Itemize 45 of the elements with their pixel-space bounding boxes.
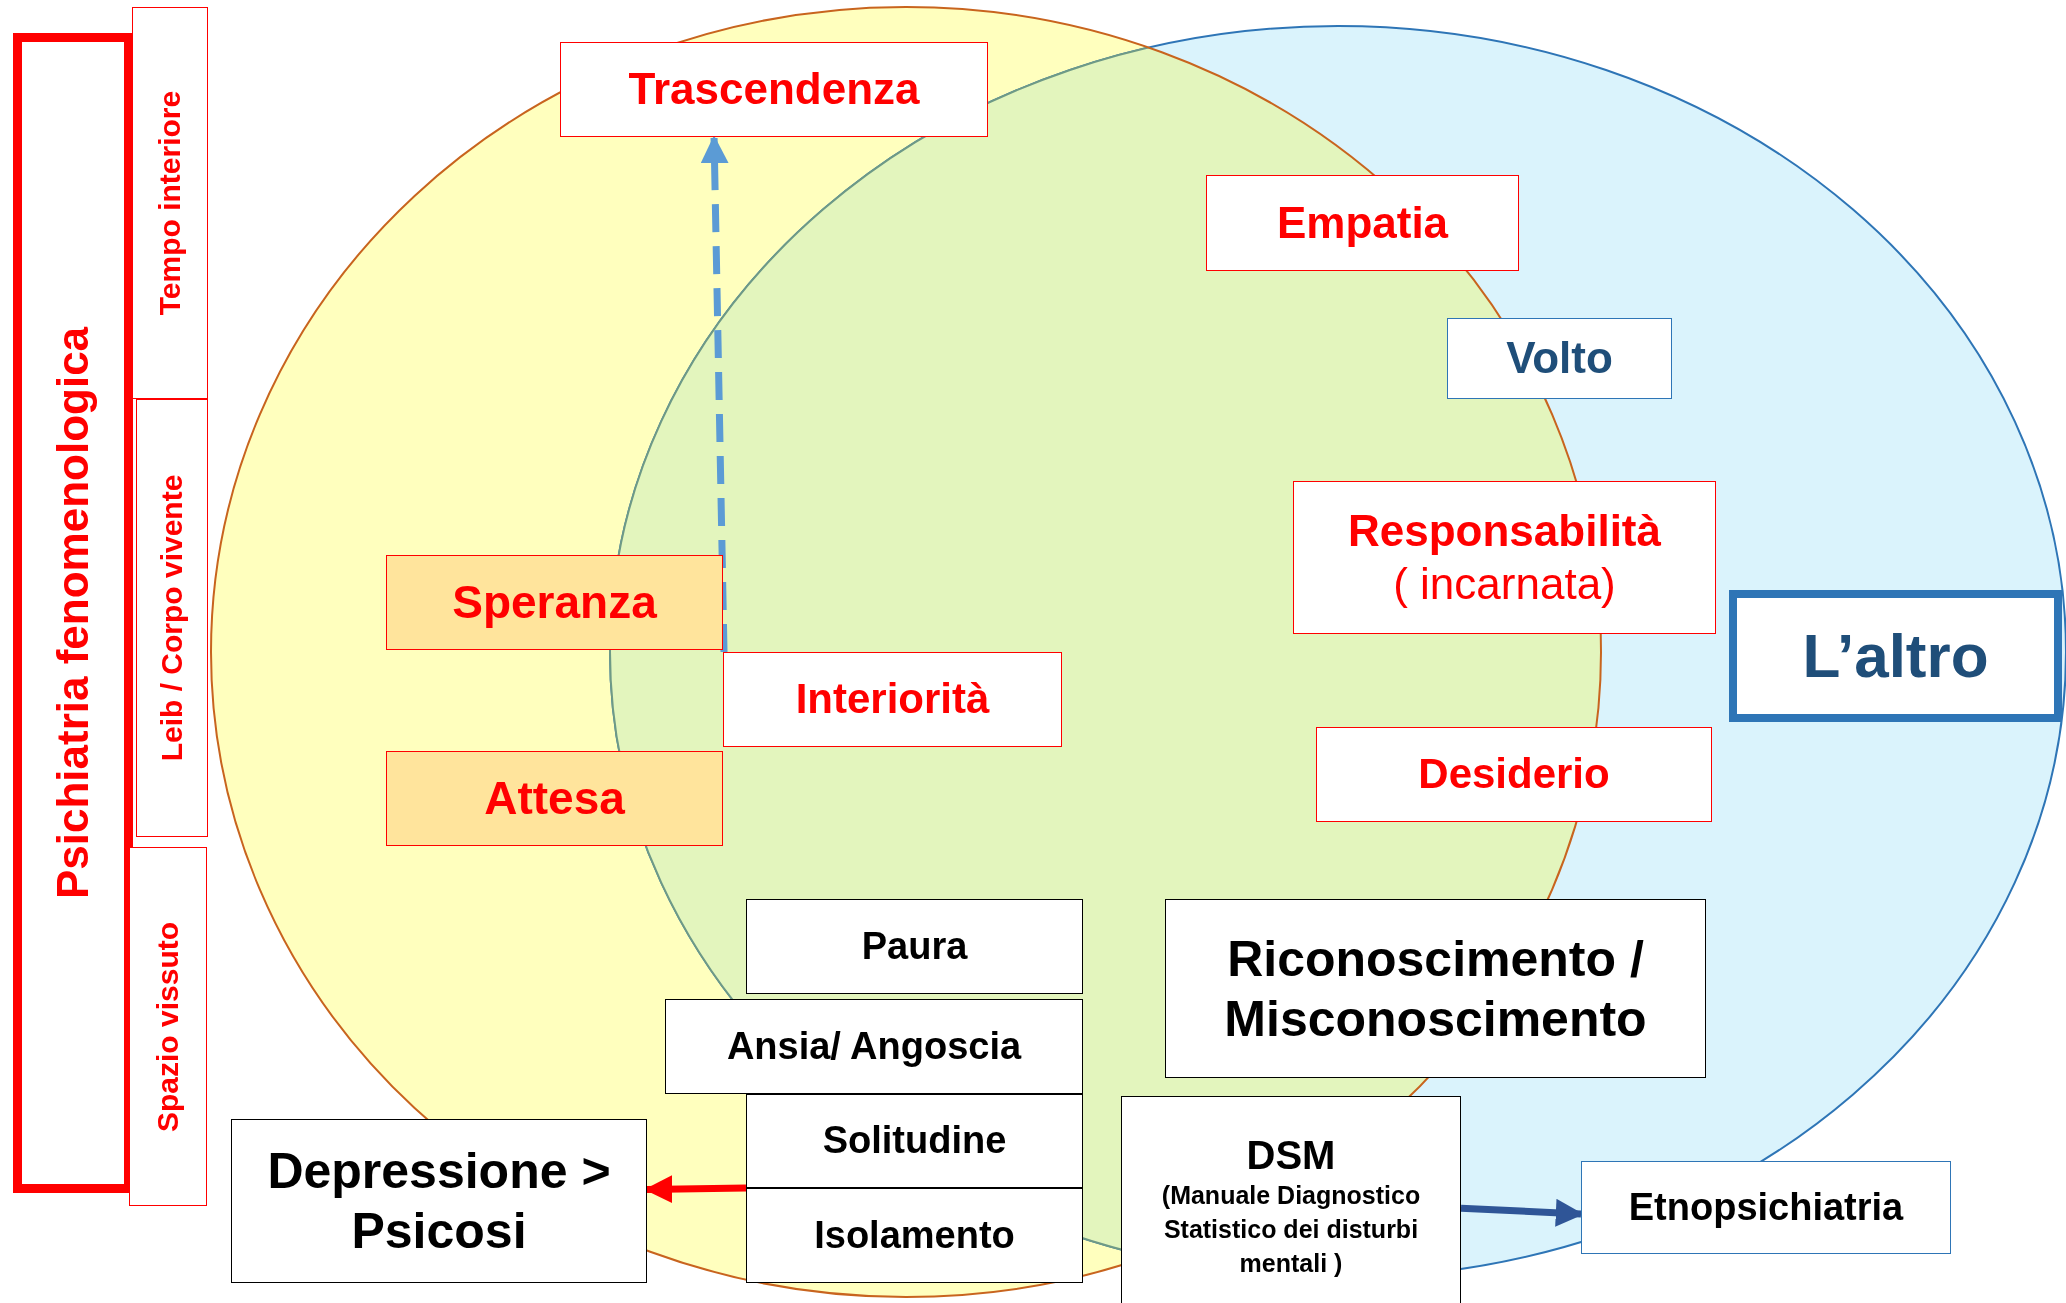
concept-label: DSM bbox=[1245, 1132, 1337, 1180]
concept-box bbox=[386, 751, 723, 846]
concept-label: Etnopsichiatria bbox=[1627, 1184, 1905, 1230]
concept-subtitle: (Manuale Diagnostico Statistico dei disturbi mentali ) bbox=[1160, 1180, 1422, 1279]
concept-label: Attesa bbox=[483, 770, 626, 826]
concept-label: Psichiatria fenomenologica bbox=[46, 326, 98, 900]
concept-box bbox=[746, 1188, 1083, 1283]
concept-box bbox=[1447, 318, 1672, 399]
concept-label: Riconoscimento / Misconoscimento bbox=[1223, 929, 1648, 1049]
concept-subtitle: ( incarnata) bbox=[1392, 557, 1617, 610]
concept-box bbox=[231, 1119, 647, 1283]
concept-label: Spazio vissuto bbox=[150, 921, 185, 1132]
concept-label: Responsabilità bbox=[1347, 504, 1662, 557]
concept-label: L’altro bbox=[1801, 619, 1990, 692]
vertical-label-box bbox=[13, 33, 133, 1193]
concept-box bbox=[560, 42, 988, 137]
concept-label: Leib / Corpo vivente bbox=[154, 474, 189, 762]
concept-box bbox=[746, 899, 1083, 994]
concept-label: Interiorità bbox=[794, 674, 991, 725]
vertical-label-box bbox=[132, 7, 208, 399]
concept-box bbox=[723, 652, 1062, 747]
concept-box bbox=[1121, 1096, 1461, 1303]
arrow bbox=[700, 135, 729, 653]
concept-box bbox=[665, 999, 1083, 1094]
concept-label: Solitudine bbox=[821, 1118, 1008, 1164]
concept-label: Empatia bbox=[1275, 196, 1450, 249]
concept-label: Ansia/ Angoscia bbox=[725, 1023, 1023, 1069]
concept-box bbox=[746, 1094, 1083, 1188]
concept-box bbox=[1165, 899, 1706, 1078]
concept-box bbox=[1293, 481, 1716, 634]
concept-label: Paura bbox=[860, 923, 969, 969]
concept-label: Desiderio bbox=[1417, 749, 1611, 800]
vertical-label-box bbox=[129, 847, 207, 1206]
concept-label: Tempo interiore bbox=[152, 90, 187, 316]
concept-box bbox=[386, 555, 723, 650]
concept-label: Speranza bbox=[451, 574, 658, 630]
concept-box bbox=[1316, 727, 1712, 822]
concept-box bbox=[1206, 175, 1519, 271]
concept-box bbox=[1729, 590, 2062, 722]
concept-label: Isolamento bbox=[813, 1212, 1016, 1258]
concept-label: Trascendenza bbox=[627, 63, 921, 116]
vertical-label-box bbox=[136, 399, 208, 837]
concept-box bbox=[1581, 1161, 1951, 1254]
concept-label: Volto bbox=[1505, 332, 1614, 385]
concept-label: Depressione > Psicosi bbox=[266, 1142, 612, 1261]
